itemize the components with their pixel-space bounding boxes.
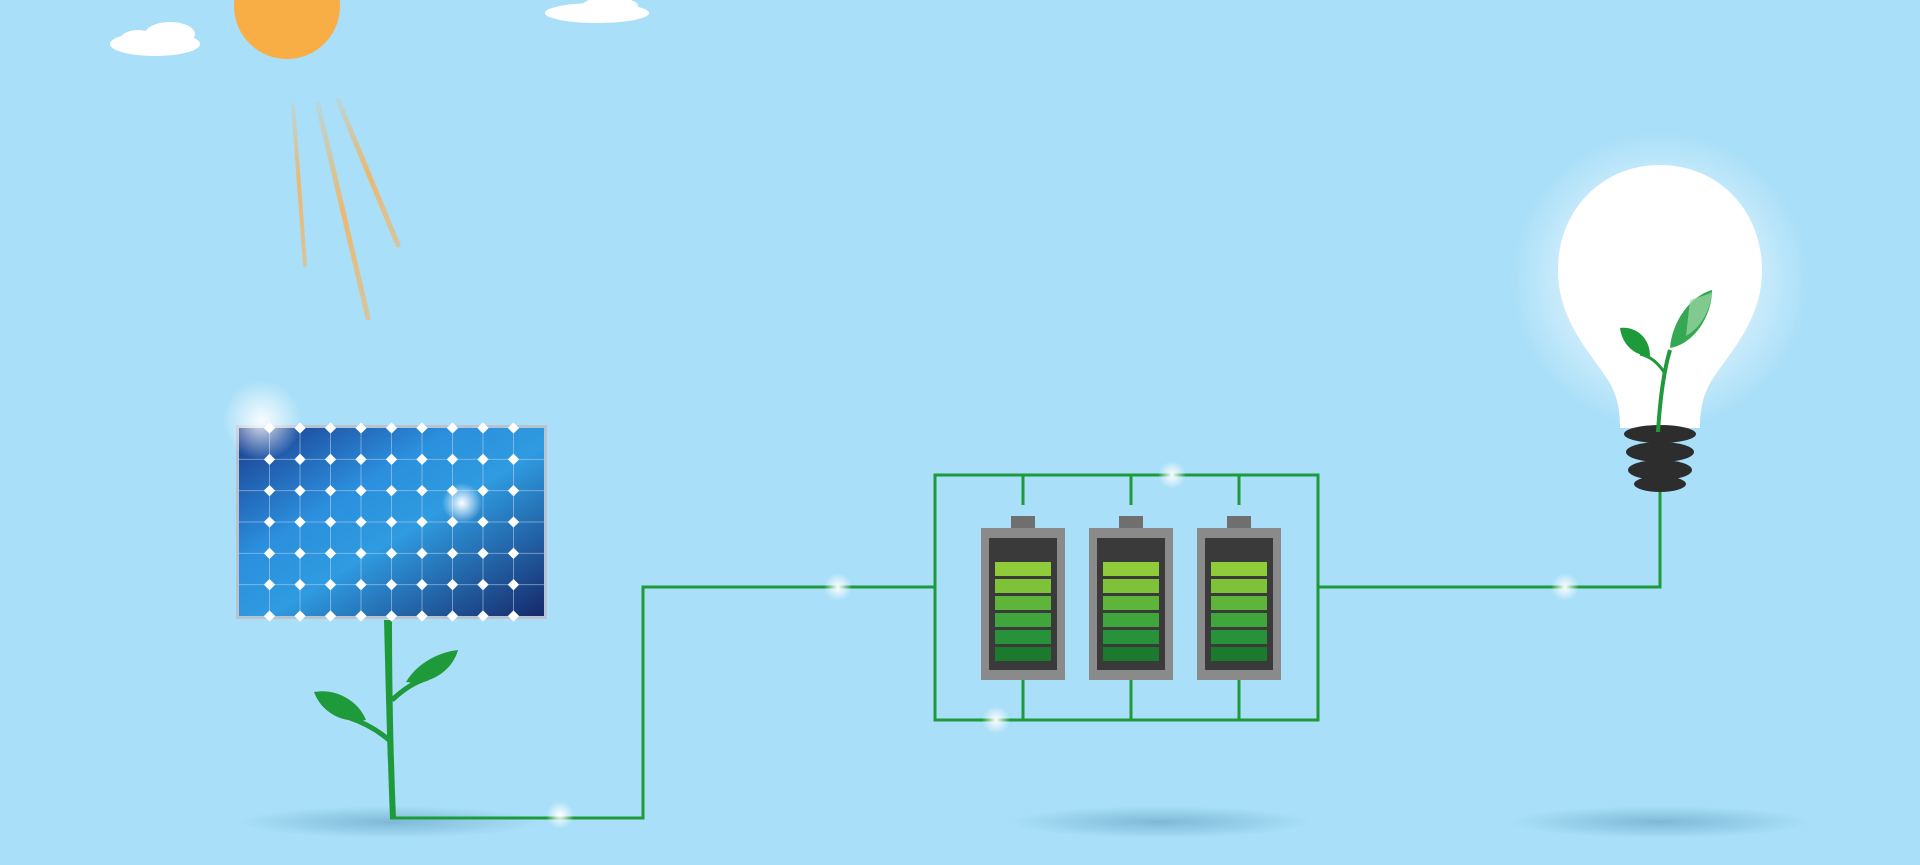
battery-charge-bar	[1103, 596, 1159, 610]
panel-cell-dot	[507, 579, 520, 591]
panel-cell-dot	[507, 610, 520, 622]
panel-cell-dot	[355, 422, 367, 434]
battery-charge-bar	[995, 562, 1051, 576]
sprout-icon	[314, 620, 458, 818]
panel-cell-dot	[446, 579, 459, 591]
battery-shadow	[1010, 806, 1310, 838]
sprout-icon	[1620, 290, 1712, 433]
cloud-icon	[545, 0, 649, 23]
panel-cell-dot	[294, 485, 306, 497]
battery-icon	[1089, 516, 1173, 680]
panel-cell-dot	[385, 579, 398, 591]
battery-icon	[981, 516, 1065, 680]
panel-cell-dot	[477, 453, 489, 465]
battery-charge-bar	[1103, 613, 1159, 627]
bulb-shadow	[1510, 806, 1810, 838]
panel-cell-dot	[355, 579, 367, 591]
panel-cell-dot	[416, 485, 428, 497]
sun-icon	[234, 0, 340, 59]
panel-cell-dot	[324, 422, 337, 434]
battery-charge-bar	[1103, 579, 1159, 593]
battery-charge-bar	[1211, 613, 1267, 627]
battery-charge-bar	[995, 596, 1051, 610]
battery-charge-bar	[1103, 647, 1159, 661]
panel-cell-dot	[385, 610, 398, 622]
circuit-wires	[390, 473, 1662, 820]
panel-cell-dot	[294, 547, 306, 559]
battery-charge-bar	[1103, 630, 1159, 644]
panel-cell-dot	[355, 453, 367, 465]
battery-charge-bar	[1211, 579, 1267, 593]
panel-cell-dot	[294, 453, 306, 465]
panel-cell-dot	[385, 547, 398, 559]
battery-charge-bar	[1211, 596, 1267, 610]
panel-cell-dot	[416, 422, 428, 434]
panel-cell-dot	[507, 547, 520, 559]
panel-cell-dot	[477, 610, 489, 622]
panel-cell-dot	[416, 516, 428, 528]
panel-cell-dot	[355, 516, 367, 528]
panel-cell-dot	[477, 547, 489, 559]
panel-cell-dot	[324, 485, 337, 497]
panel-cell-dot	[324, 516, 337, 528]
panel-cell-dot	[446, 547, 459, 559]
panel-cell-dot	[385, 422, 398, 434]
panel-cell-dot	[446, 453, 459, 465]
battery-charge-bar	[1211, 630, 1267, 644]
panel-cell-dot	[446, 610, 459, 622]
panel-cell-dot	[477, 516, 489, 528]
battery-charge-bar	[1103, 562, 1159, 576]
panel-cell-dot	[294, 579, 306, 591]
battery-charge-bar	[1211, 647, 1267, 661]
panel-cell-dot	[416, 579, 428, 591]
panel-cell-dot	[263, 547, 276, 559]
panel-cell-dot	[324, 610, 337, 622]
panel-cell-dot	[355, 485, 367, 497]
light-bulb-icon	[1510, 130, 1810, 492]
panel-cell-dot	[355, 610, 367, 622]
panel-cell-dot	[477, 579, 489, 591]
panel-cell-dot	[416, 610, 428, 622]
sun-rays	[291, 97, 401, 321]
panel-cell-dot	[263, 516, 276, 528]
panel-cell-dot	[263, 579, 276, 591]
panel-cell-dot	[446, 422, 459, 434]
energy-sparkles	[546, 461, 1579, 829]
panel-cell-dot	[263, 485, 276, 497]
panel-cell-dot	[385, 516, 398, 528]
bulb-base	[1624, 425, 1696, 492]
battery-charge-bar	[995, 647, 1051, 661]
panel-cell-dot	[507, 453, 520, 465]
battery-charge-bar	[995, 613, 1051, 627]
panel-cell-dot	[294, 516, 306, 528]
panel-cell-dot	[263, 610, 276, 622]
panel-cell-dot	[324, 453, 337, 465]
battery-charge-bar	[995, 630, 1051, 644]
battery-charge-bar	[995, 579, 1051, 593]
panel-cell-dot	[416, 453, 428, 465]
battery-icon	[1197, 516, 1281, 680]
panel-cell-dot	[477, 485, 489, 497]
battery-group	[981, 516, 1281, 680]
solar-panel-icon	[222, 380, 547, 622]
plant-shadow	[240, 806, 540, 838]
panel-cell-dot	[507, 485, 520, 497]
panel-cell-dot	[324, 579, 337, 591]
panel-cell-dot	[385, 453, 398, 465]
cloud-icon	[110, 22, 200, 56]
panel-cell-dot	[477, 422, 489, 434]
panel-cell-dot	[507, 422, 520, 434]
panel-cell-dot	[416, 547, 428, 559]
panel-cell-dot	[385, 485, 398, 497]
panel-cell-dot	[507, 516, 520, 528]
panel-cell-dot	[294, 610, 306, 622]
battery-charge-bar	[1211, 562, 1267, 576]
panel-cell-dot	[324, 547, 337, 559]
panel-cell-dot	[355, 547, 367, 559]
